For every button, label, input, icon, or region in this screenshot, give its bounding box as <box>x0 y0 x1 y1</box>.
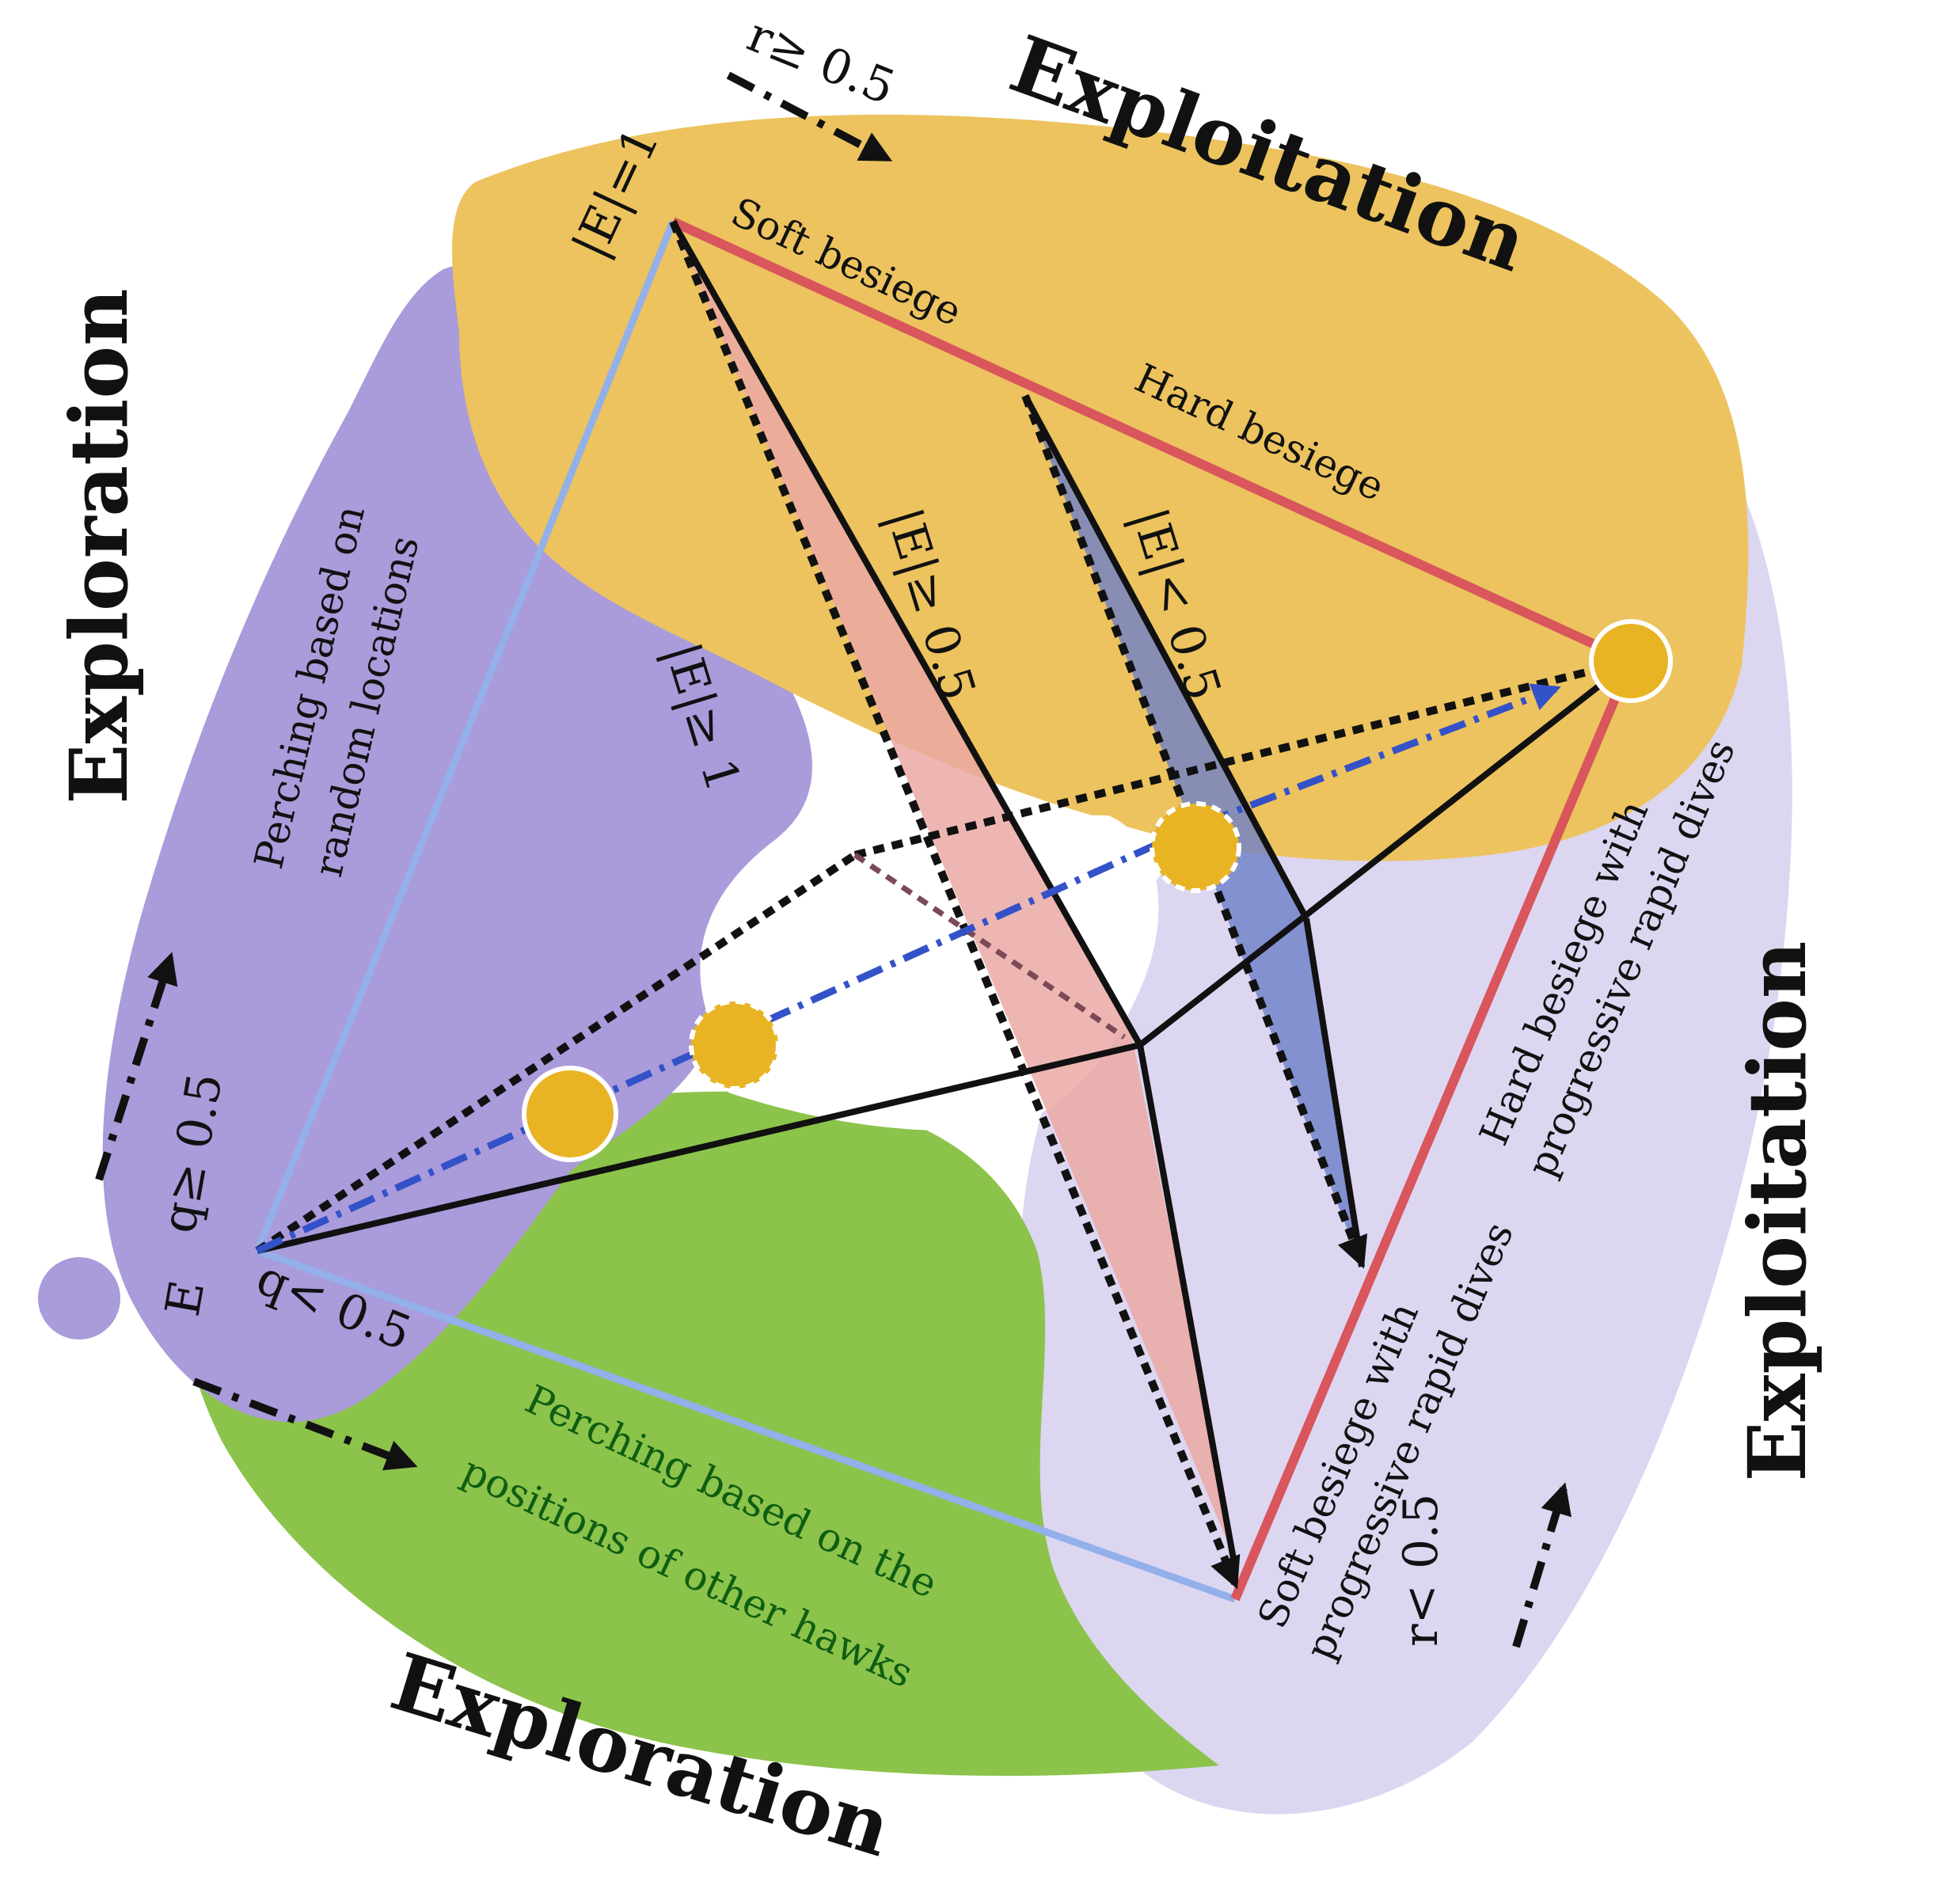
perch-hawks-edge <box>256 1247 1237 1603</box>
hawk-marker-middle <box>689 999 781 1091</box>
hawk-marker-upper <box>1150 801 1241 893</box>
solid-edges <box>257 220 1633 1568</box>
side-arrows <box>95 71 1571 1648</box>
hard-besiege-edge <box>671 217 1633 666</box>
exploration-left-label: Exploration <box>52 288 146 804</box>
exploitation-right-label: Exploitation <box>1731 941 1824 1481</box>
hard-dives-edge <box>1230 659 1636 1602</box>
condition-r-lt-half: r< 0.5 <box>1393 1494 1449 1647</box>
hawk-marker-lower <box>522 1066 618 1162</box>
perch-random-edge <box>253 220 677 1252</box>
exploitation-orange-region <box>452 114 1749 861</box>
outside-purple-marker <box>38 1257 120 1340</box>
condition-r-ge-half: r≥ 0.5 <box>739 7 903 116</box>
prey-marker <box>1589 619 1673 703</box>
